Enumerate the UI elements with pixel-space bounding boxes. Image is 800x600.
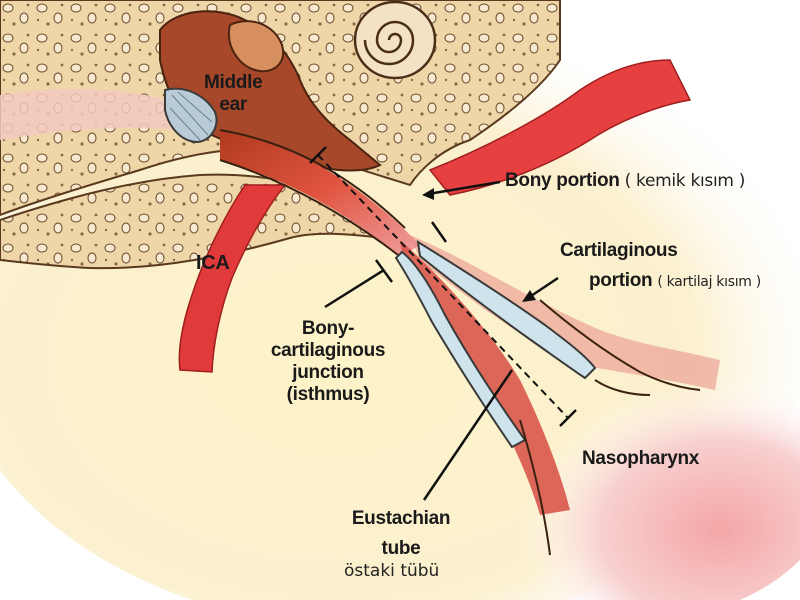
middle-ear-label-line2: ear xyxy=(219,94,247,115)
junction-label-line2: cartilaginous xyxy=(270,340,386,361)
bony-portion-translation: ( kemik kısım ) xyxy=(624,171,746,191)
bony-portion-text: Bony portion xyxy=(505,170,620,191)
eustachian-label-line2: tube xyxy=(381,538,421,559)
cartilaginous-portion-text: portion xyxy=(589,270,653,291)
cartilaginous-label-line2: portion ( kartilaj kısım ) xyxy=(589,270,761,293)
middle-ear-label: Middle ear xyxy=(204,72,263,116)
cartilaginous-label-line1: Cartilaginous xyxy=(560,240,678,261)
cochlea-shape xyxy=(353,0,437,80)
junction-label-line4: (isthmus) xyxy=(286,384,370,405)
middle-ear-label-line1: Middle xyxy=(204,72,263,93)
eustachian-tube-translation: östaki tübü xyxy=(344,561,440,581)
junction-label-line1: Bony- xyxy=(301,318,355,339)
ica-label: ICA xyxy=(196,252,230,274)
eustachian-tube-label: Eustachian tube xyxy=(336,508,466,560)
eustachian-label-line1: Eustachian xyxy=(351,508,451,529)
cartilaginous-translation: ( kartilaj kısım ) xyxy=(657,274,761,290)
nasopharynx-label: Nasopharynx xyxy=(582,448,700,469)
bony-portion-label: Bony portion ( kemik kısım ) xyxy=(505,170,745,192)
bony-cartilaginous-junction-label: Bony- cartilaginous junction (isthmus) xyxy=(258,318,398,406)
junction-label-line3: junction xyxy=(292,362,364,383)
